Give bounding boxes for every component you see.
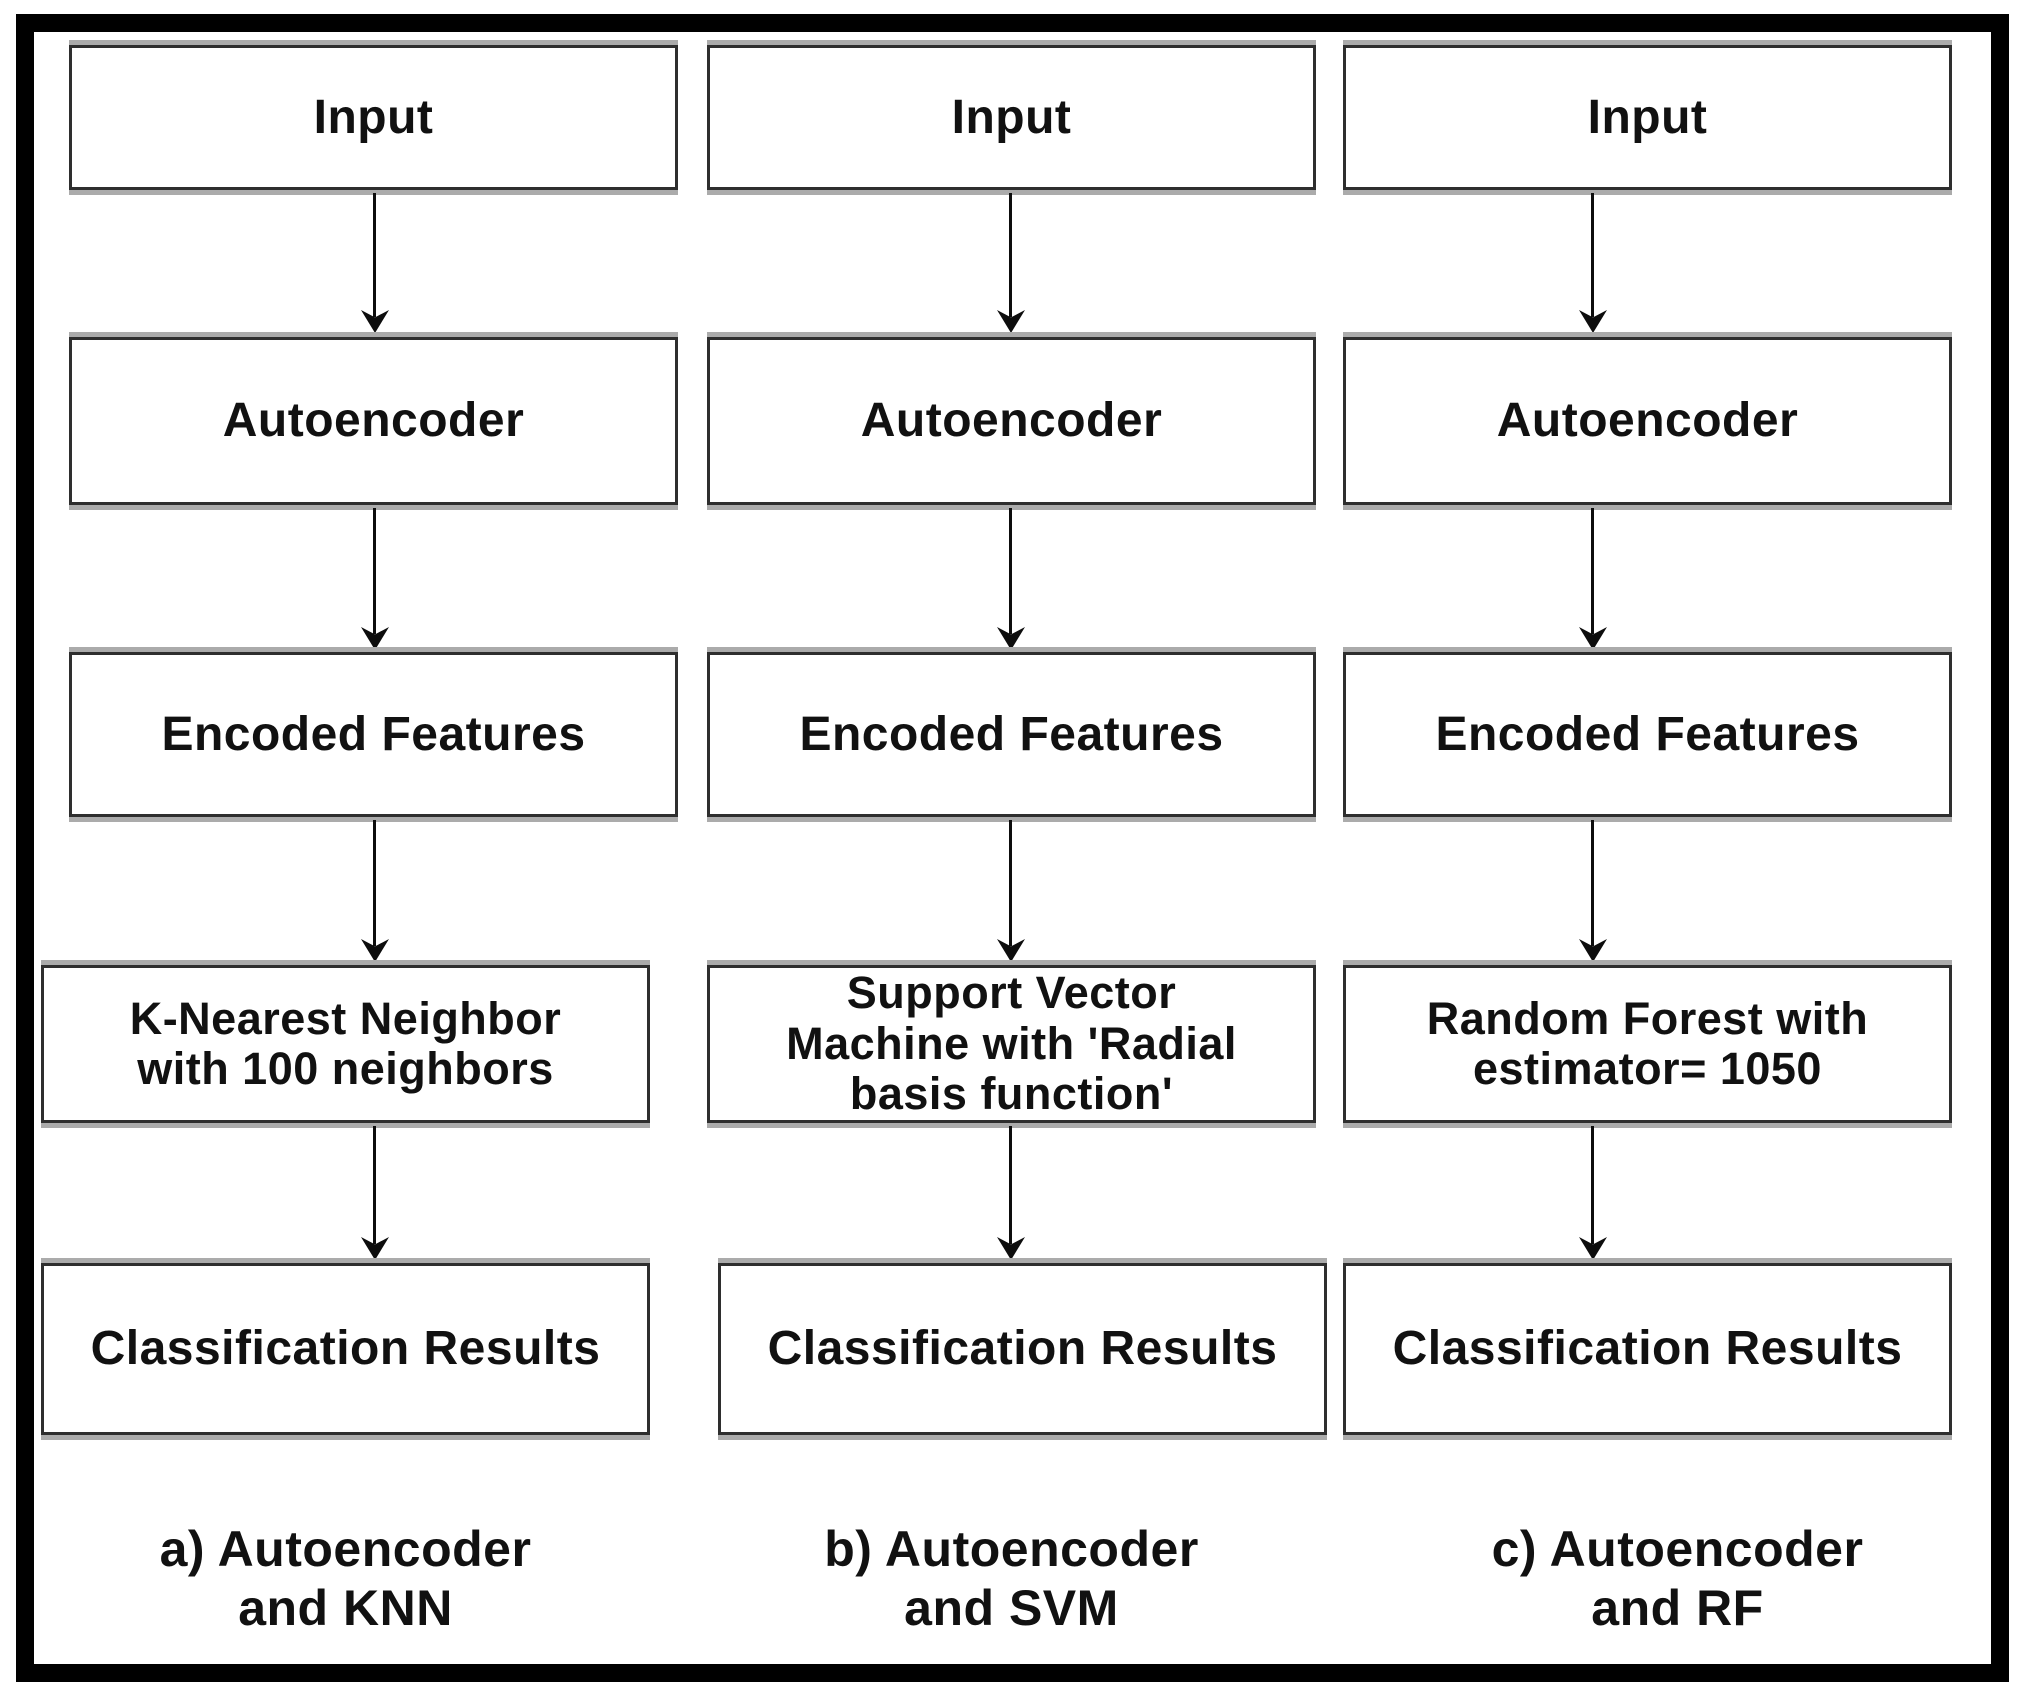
flow-box-classifier-svm: Support Vector Machine with 'Radial basi… (707, 965, 1316, 1123)
flow-box-autoencoder-b: Autoencoder (707, 337, 1316, 505)
flow-box-autoencoder-c: Autoencoder (1343, 337, 1952, 505)
down-arrow-icon (994, 508, 1028, 650)
flow-box-input-a: Input (69, 45, 678, 190)
down-arrow-icon (1576, 1126, 1610, 1260)
down-arrow-icon (994, 193, 1028, 333)
down-arrow-icon (358, 508, 392, 650)
flow-box-encoded-features-a: Encoded Features (69, 652, 678, 817)
flow-box-classification-results-a: Classification Results (41, 1263, 650, 1435)
down-arrow-icon (1576, 508, 1610, 650)
flow-box-input-b: Input (707, 45, 1316, 190)
caption-a: a) Autoencoder and KNN (159, 1521, 532, 1636)
flow-box-classification-results-b: Classification Results (718, 1263, 1327, 1435)
down-arrow-icon (1576, 820, 1610, 962)
down-arrow-icon (358, 1126, 392, 1260)
caption-b: b) Autoencoder and SVM (824, 1521, 1199, 1636)
flow-box-input-c: Input (1343, 45, 1952, 190)
down-arrow-icon (358, 193, 392, 333)
flow-box-encoded-features-c: Encoded Features (1343, 652, 1952, 817)
flow-box-encoded-features-b: Encoded Features (707, 652, 1316, 817)
down-arrow-icon (1576, 193, 1610, 333)
down-arrow-icon (994, 1126, 1028, 1260)
flow-box-classifier-rf: Random Forest with estimator= 1050 (1343, 965, 1952, 1123)
figure-border-frame (16, 14, 2009, 1682)
flow-box-classification-results-c: Classification Results (1343, 1263, 1952, 1435)
down-arrow-icon (994, 820, 1028, 962)
flow-box-autoencoder-a: Autoencoder (69, 337, 678, 505)
flow-box-classifier-knn: K-Nearest Neighbor with 100 neighbors (41, 965, 650, 1123)
down-arrow-icon (358, 820, 392, 962)
caption-c: c) Autoencoder and RF (1491, 1521, 1864, 1636)
